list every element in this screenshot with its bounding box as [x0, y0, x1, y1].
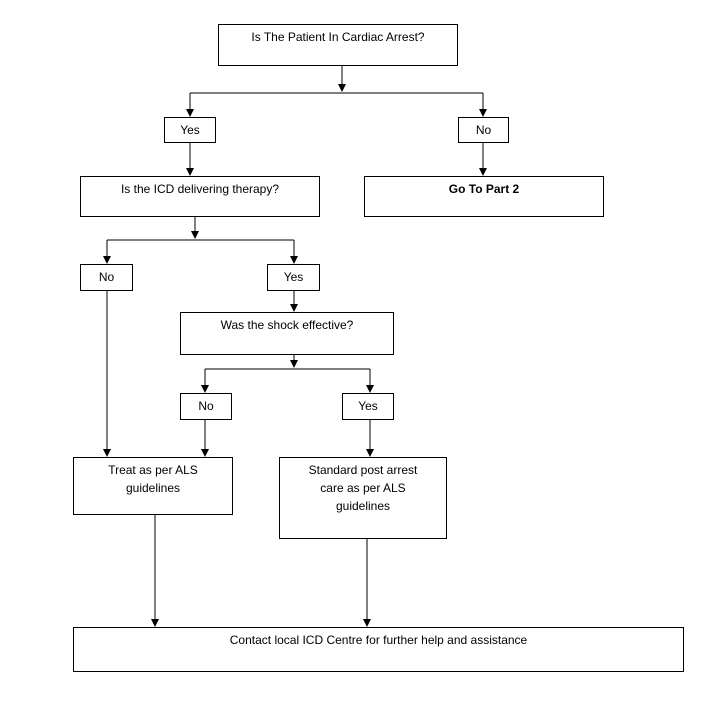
node-label: Contact local ICD Centre for further hel… — [229, 633, 528, 647]
node-standard-post-arrest: Standard post arrest care as per ALS gui… — [279, 457, 447, 539]
node-icd-therapy-question: Is the ICD delivering therapy? — [80, 176, 320, 217]
node-treat-als: Treat as per ALS guidelines — [73, 457, 233, 515]
node-no-3: No — [180, 393, 232, 420]
node-label: Standard post arrest care as per ALS gui… — [308, 463, 418, 513]
node-yes-1: Yes — [164, 117, 216, 143]
node-label: Yes — [180, 123, 200, 137]
node-label: Yes — [283, 270, 304, 284]
node-no-1: No — [458, 117, 509, 143]
node-label: Go To Part 2 — [448, 182, 520, 196]
node-cardiac-arrest-question: Is The Patient In Cardiac Arrest? — [218, 24, 458, 66]
node-label: Is The Patient In Cardiac Arrest? — [251, 30, 425, 44]
node-label: Was the shock effective? — [220, 318, 354, 332]
node-label: No — [98, 270, 115, 284]
node-label: Treat as per ALS guidelines — [108, 463, 198, 495]
node-yes-2: Yes — [267, 264, 320, 291]
node-label: No — [475, 123, 492, 137]
node-shock-effective-question: Was the shock effective? — [180, 312, 394, 355]
node-no-2: No — [80, 264, 133, 291]
node-contact-icd-centre: Contact local ICD Centre for further hel… — [73, 627, 684, 672]
node-label: No — [198, 399, 214, 413]
node-yes-3: Yes — [342, 393, 394, 420]
node-go-to-part-2: Go To Part 2 — [364, 176, 604, 217]
node-label: Is the ICD delivering therapy? — [120, 182, 280, 196]
node-label: Yes — [358, 399, 378, 413]
